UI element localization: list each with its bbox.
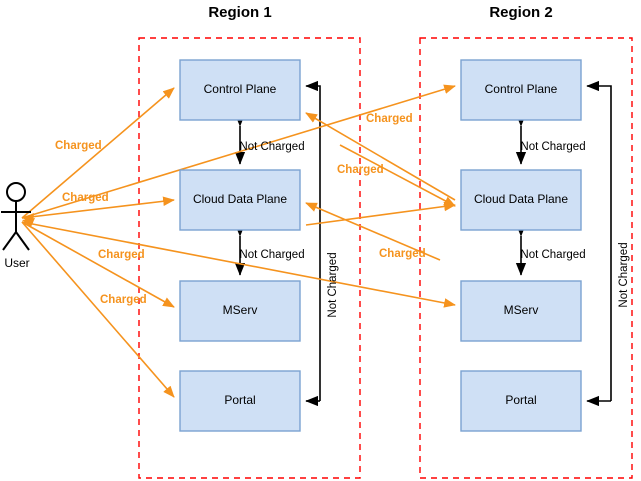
label-charged-user-r1-cloud-data-plane: Charged bbox=[62, 192, 109, 204]
node-r1-control-plane[interactable]: Control Plane bbox=[179, 59, 301, 121]
label-charged-cross-r1-cloud-data-plane: Charged bbox=[337, 164, 384, 176]
label-not-charged-r1-cdp-mserv: Not Charged bbox=[239, 249, 304, 261]
edge-r1-cloud-data-plane-to-r2-cloud-data-plane bbox=[305, 201, 456, 226]
node-r1-cloud-data-plane[interactable]: Cloud Data Plane bbox=[179, 169, 301, 231]
edge-user-to-r1-portal bbox=[21, 221, 175, 398]
node-r2-control-plane[interactable]: Control Plane bbox=[460, 59, 582, 121]
node-label-r2-mserv: MServ bbox=[504, 303, 539, 317]
actor-leg-right-icon bbox=[15, 231, 30, 251]
user-incoming-arrowheads bbox=[22, 213, 35, 227]
node-label-r2-portal: Portal bbox=[505, 393, 536, 407]
node-r2-cloud-data-plane[interactable]: Cloud Data Plane bbox=[460, 169, 582, 231]
edge-r1-portal-to-cp bbox=[305, 80, 321, 401]
region-1-title: Region 1 bbox=[208, 4, 271, 21]
label-not-charged-r2-cp-cdp: Not Charged bbox=[520, 141, 585, 153]
edge-user-to-r1-mserv bbox=[21, 221, 175, 308]
region-2-title: Region 2 bbox=[489, 4, 552, 21]
edge-user-to-r1-cloud-data-plane bbox=[21, 196, 175, 219]
node-r1-mserv[interactable]: MServ bbox=[179, 280, 301, 342]
label-not-charged-r1-portal-cp: Not Charged bbox=[327, 252, 339, 317]
node-label-r2-control-plane: Control Plane bbox=[485, 82, 558, 96]
node-r2-portal[interactable]: Portal bbox=[460, 370, 582, 432]
edge-r2-portal-to-cp bbox=[586, 80, 612, 401]
edge-r2-control-plane-to-r1-control-plane bbox=[305, 112, 456, 201]
edge-cross-to-r1-cloud-data-plane bbox=[305, 202, 441, 261]
edge-user-to-r2-control-plane bbox=[21, 84, 456, 219]
label-not-charged-r2-cdp-mserv: Not Charged bbox=[520, 249, 585, 261]
node-r1-portal[interactable]: Portal bbox=[179, 370, 301, 432]
label-charged-user-r1-mserv: Charged bbox=[98, 249, 145, 261]
label-charged-user-r1-control-plane: Charged bbox=[55, 140, 102, 152]
node-label-r2-cloud-data-plane: Cloud Data Plane bbox=[474, 192, 568, 206]
label-charged-user-r1-portal: Charged bbox=[100, 294, 147, 306]
label-not-charged-r1-cp-cdp: Not Charged bbox=[239, 141, 304, 153]
edge-cross-to-r2-cloud-data-plane bbox=[339, 144, 456, 207]
label-not-charged-r2-portal-cp: Not Charged bbox=[618, 242, 630, 307]
actor-head-icon bbox=[6, 182, 26, 202]
node-label-r1-cloud-data-plane: Cloud Data Plane bbox=[193, 192, 287, 206]
node-label-r1-control-plane: Control Plane bbox=[204, 82, 277, 96]
user-actor[interactable]: User bbox=[1, 182, 31, 270]
node-label-r1-mserv: MServ bbox=[223, 303, 258, 317]
actor-leg-left-icon bbox=[2, 231, 17, 251]
edge-user-to-r1-control-plane bbox=[21, 87, 175, 219]
region-2-frame bbox=[419, 37, 633, 479]
actor-label: User bbox=[4, 256, 29, 270]
region-1-frame bbox=[138, 37, 361, 479]
edge-user-to-r2-mserv bbox=[21, 221, 456, 308]
node-label-r1-portal: Portal bbox=[224, 393, 255, 407]
label-charged-user-r2-control-plane: Charged bbox=[366, 113, 413, 125]
label-charged-user-r2-mserv: Charged bbox=[379, 248, 426, 260]
node-r2-mserv[interactable]: MServ bbox=[460, 280, 582, 342]
